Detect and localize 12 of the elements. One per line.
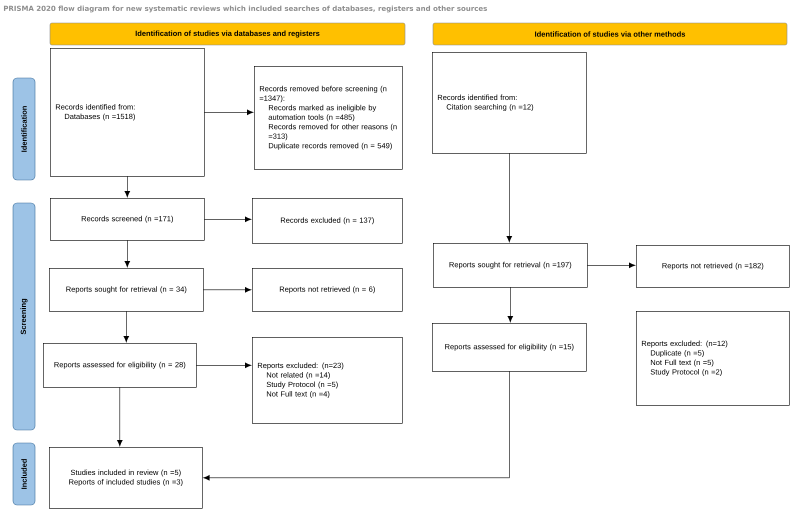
arrow bbox=[204, 110, 254, 116]
arrow bbox=[587, 262, 636, 268]
arrow bbox=[196, 362, 252, 368]
arrow bbox=[124, 311, 130, 342]
arrow bbox=[508, 287, 514, 322]
arrow bbox=[124, 176, 130, 198]
arrow bbox=[203, 287, 252, 293]
arrow bbox=[506, 153, 512, 242]
arrow bbox=[124, 240, 130, 268]
arrow bbox=[117, 387, 123, 446]
arrow bbox=[204, 216, 252, 222]
arrow bbox=[203, 371, 510, 481]
